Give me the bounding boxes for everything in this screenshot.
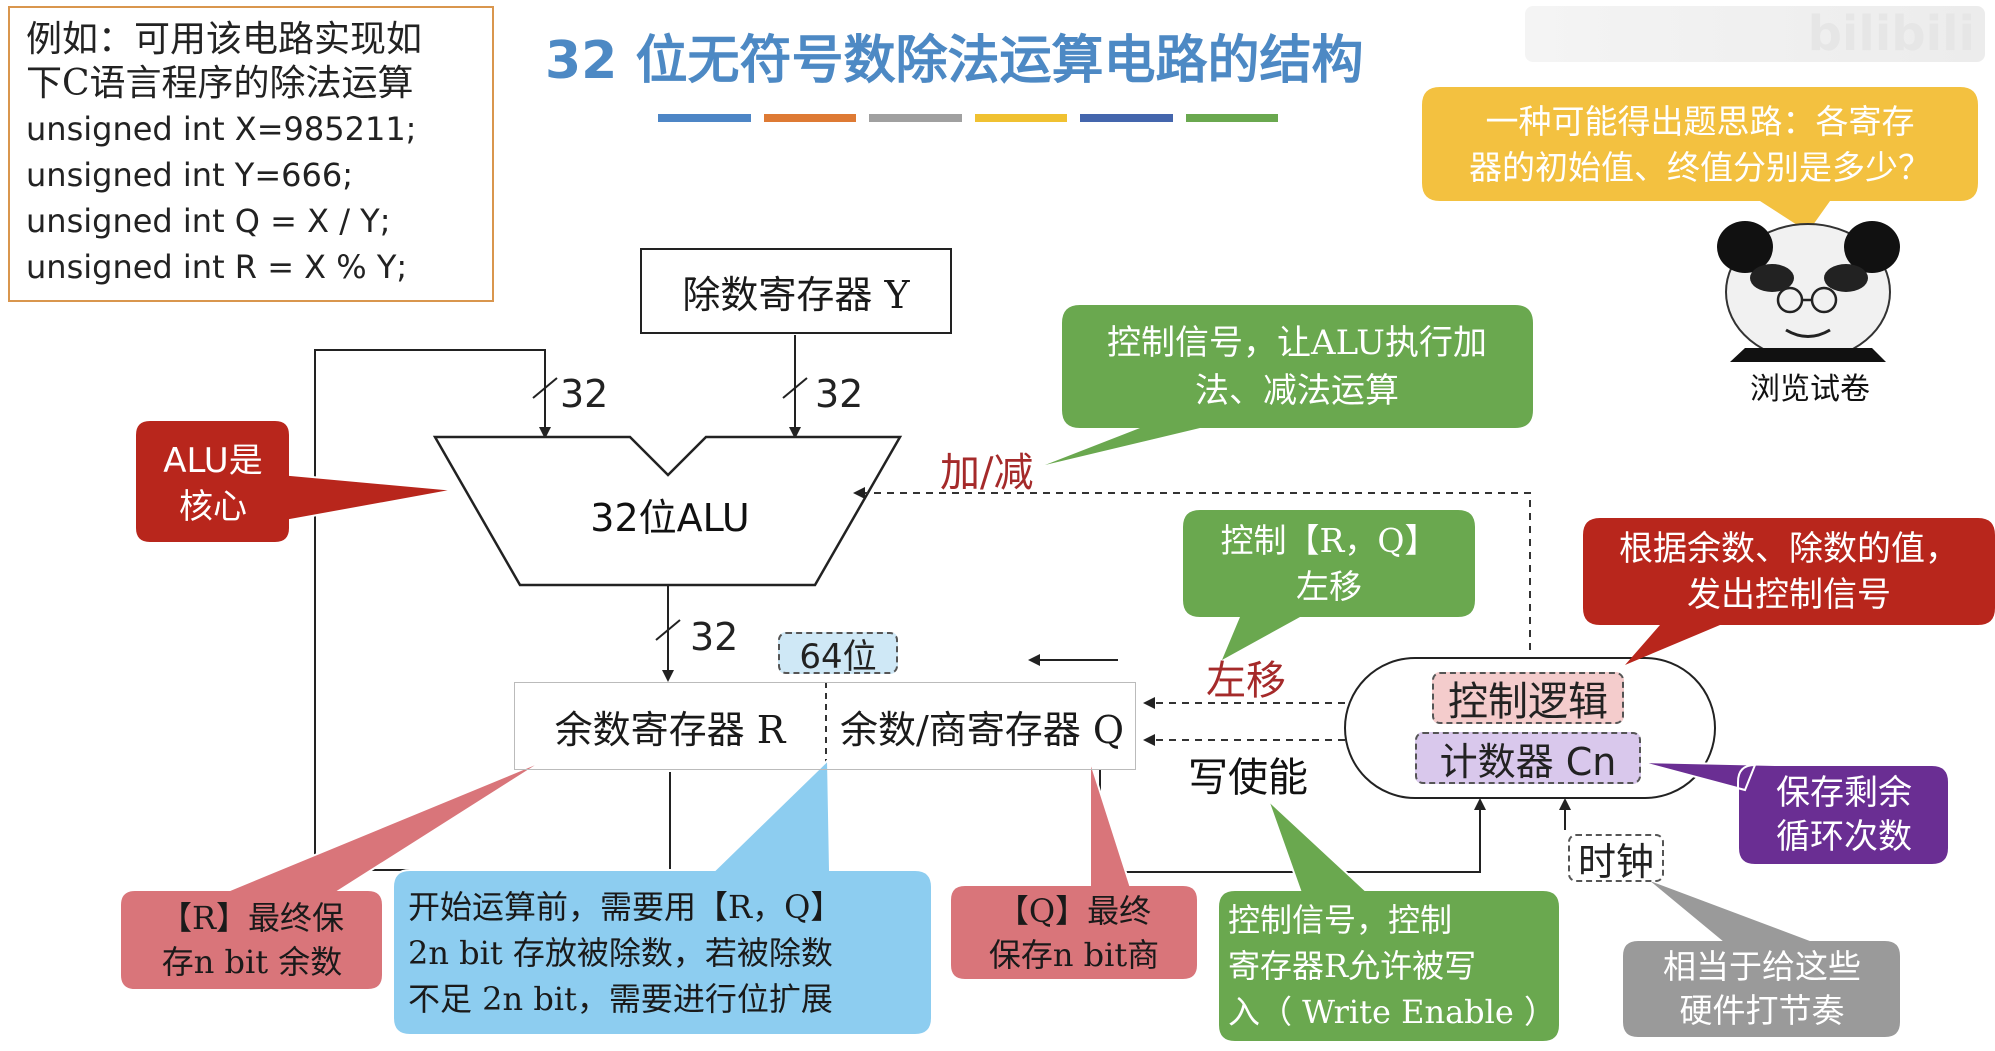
callout-write-enable-line-2: 寄存器R允许被写 bbox=[1228, 947, 1477, 985]
callout-control-signal-line-2: 发出控制信号 bbox=[1687, 575, 1891, 615]
callout-control-signal: 根据余数、除数的值， 发出控制信号 bbox=[1586, 522, 1992, 622]
remainder-register: 余数寄存器 R bbox=[554, 707, 786, 752]
callout-rq-shift-line-2: 左移 bbox=[1296, 567, 1362, 606]
bilibili-watermark: bilibili bbox=[1525, 6, 1985, 62]
callout-alu-core: ALU是 核心 bbox=[138, 428, 288, 540]
page-title: 32 位无符号数除法运算电路的结构 bbox=[545, 31, 1364, 91]
title-bar-3 bbox=[869, 114, 962, 122]
callout-r-final: 【R】最终保 存n bit 余数 bbox=[124, 894, 380, 986]
rq-register-box bbox=[514, 682, 1136, 770]
callout-exam-idea-line-1: 一种可能得出题思路：各寄存 bbox=[1485, 102, 1915, 141]
callout-alu-core-line-2: 核心 bbox=[179, 487, 247, 527]
addsub-control-wire bbox=[853, 487, 1531, 650]
code-desc-line-2: 下C语言程序的除法运算 bbox=[26, 63, 414, 104]
callout-rq-shift: 控制【R，Q】 左移 bbox=[1186, 514, 1472, 614]
callout-counter-save-shape bbox=[1639, 761, 1950, 866]
panda-meme-icon bbox=[1717, 221, 1900, 362]
callout-q-final-line-2: 保存n bit商 bbox=[988, 936, 1160, 974]
panda-caption: 浏览试卷 bbox=[1750, 372, 1870, 407]
callout-control-signal-line-1: 根据余数、除数的值， bbox=[1619, 529, 1959, 569]
callout-rq-init-line-3: 不足 2n bit，需要进行位扩展 bbox=[408, 980, 833, 1018]
control-logic: 控制逻辑 bbox=[1432, 672, 1624, 725]
callout-rq-shift-shape bbox=[1183, 510, 1475, 660]
code-line-r: unsigned int R = X % Y; bbox=[26, 248, 408, 286]
callout-rq-init-line-1: 开始运算前，需要用【R，Q】 bbox=[408, 888, 843, 926]
callout-alu-control-shape bbox=[1045, 305, 1533, 465]
callout-rq-init: 开始运算前，需要用【R，Q】 2n bit 存放被除数，若被除数 不足 2n b… bbox=[398, 876, 928, 1030]
write-enable-label: 写使能 bbox=[1188, 755, 1308, 801]
code-desc-line-1: 例如：可用该电路实现如 bbox=[26, 19, 423, 60]
title-bar-4 bbox=[974, 114, 1067, 122]
callout-alu-core-shape bbox=[134, 419, 456, 544]
divisor-register: 除数寄存器 Y bbox=[640, 248, 952, 334]
alu-shape bbox=[432, 435, 903, 587]
callout-alu-control-line-1: 控制信号，让ALU执行加 bbox=[1107, 323, 1487, 363]
alu-label: 32位ALU bbox=[590, 496, 750, 540]
width-tag-64: 64位 bbox=[778, 632, 898, 677]
callout-counter-save-line-2: 循环次数 bbox=[1776, 817, 1912, 857]
bus-width-label-2: 32 bbox=[815, 372, 864, 416]
callout-clock-note-line-1: 相当于给这些 bbox=[1663, 947, 1861, 986]
callout-counter-save-line-1: 保存剩余 bbox=[1776, 773, 1912, 813]
clock-label: 时钟 bbox=[1568, 834, 1664, 884]
callout-rq-shift-line-1: 控制【R，Q】 bbox=[1220, 521, 1438, 560]
code-line-x: unsigned int X=985211; bbox=[26, 110, 417, 148]
title-underline-bars bbox=[658, 114, 1278, 122]
counter-cn: 计数器 Cn bbox=[1415, 732, 1641, 784]
callout-rq-init-shape bbox=[392, 757, 933, 1036]
callout-r-final-shape bbox=[119, 759, 546, 991]
callout-r-final-line-2: 存n bit 余数 bbox=[161, 943, 343, 981]
callout-write-enable-line-3: 入（ Write Enable ） bbox=[1228, 993, 1557, 1031]
callout-clock-note-shape bbox=[1621, 877, 1902, 1039]
callout-clock-note: 相当于给这些 硬件打节奏 bbox=[1626, 944, 1898, 1034]
title-bar-5 bbox=[1080, 114, 1173, 122]
code-line-y: unsigned int Y=666; bbox=[26, 156, 353, 194]
callout-write-enable: 控制信号，控制 寄存器R允许被写 入（ Write Enable ） bbox=[1222, 894, 1556, 1038]
bus-width-label-1: 32 bbox=[560, 372, 609, 416]
callout-alu-core-line-1: ALU是 bbox=[163, 441, 263, 481]
callout-clock-note-line-2: 硬件打节奏 bbox=[1679, 991, 1845, 1030]
callout-rq-init-line-2: 2n bit 存放被除数，若被除数 bbox=[408, 934, 833, 972]
code-line-q: unsigned int Q = X / Y; bbox=[26, 202, 391, 240]
callout-q-final-line-1: 【Q】最终 bbox=[996, 892, 1152, 930]
callout-write-enable-line-1: 控制信号，控制 bbox=[1228, 901, 1453, 939]
code-example-box: 例如：可用该电路实现如 下C语言程序的除法运算 unsigned int X=9… bbox=[8, 6, 494, 302]
bus-width-label-3: 32 bbox=[690, 615, 739, 659]
bus-slash-2 bbox=[782, 377, 808, 399]
callout-exam-idea: 一种可能得出题思路：各寄存 器的初始值、终值分别是多少？ bbox=[1426, 92, 1974, 198]
shift-left-label: 左移 bbox=[1206, 658, 1286, 704]
callout-q-final-shape bbox=[949, 759, 1199, 981]
bus-slash-3 bbox=[655, 619, 681, 641]
callout-alu-control-line-2: 法、减法运算 bbox=[1195, 371, 1399, 411]
title-bar-2 bbox=[763, 114, 856, 122]
callout-alu-control: 控制信号，让ALU执行加 法、减法运算 bbox=[1066, 310, 1528, 424]
add-sub-label: 加/减 bbox=[940, 450, 1034, 496]
callout-write-enable-shape bbox=[1217, 799, 1561, 1043]
quotient-register: 余数/商寄存器 Q bbox=[839, 707, 1125, 752]
bus-slash-1 bbox=[532, 377, 558, 399]
title-bar-1 bbox=[658, 114, 751, 122]
title-bar-6 bbox=[1185, 114, 1278, 122]
callout-counter-save: 保存剩余 循环次数 bbox=[1742, 768, 1946, 862]
callout-control-signal-shape bbox=[1583, 518, 1995, 665]
feedback-wire bbox=[314, 349, 671, 871]
callout-q-final: 【Q】最终 保存n bit商 bbox=[954, 888, 1194, 978]
callout-exam-idea-shape bbox=[1422, 87, 1978, 232]
callout-exam-idea-line-2: 器的初始值、终值分别是多少？ bbox=[1469, 148, 1931, 187]
callout-r-final-line-1: 【R】最终保 bbox=[159, 899, 345, 937]
